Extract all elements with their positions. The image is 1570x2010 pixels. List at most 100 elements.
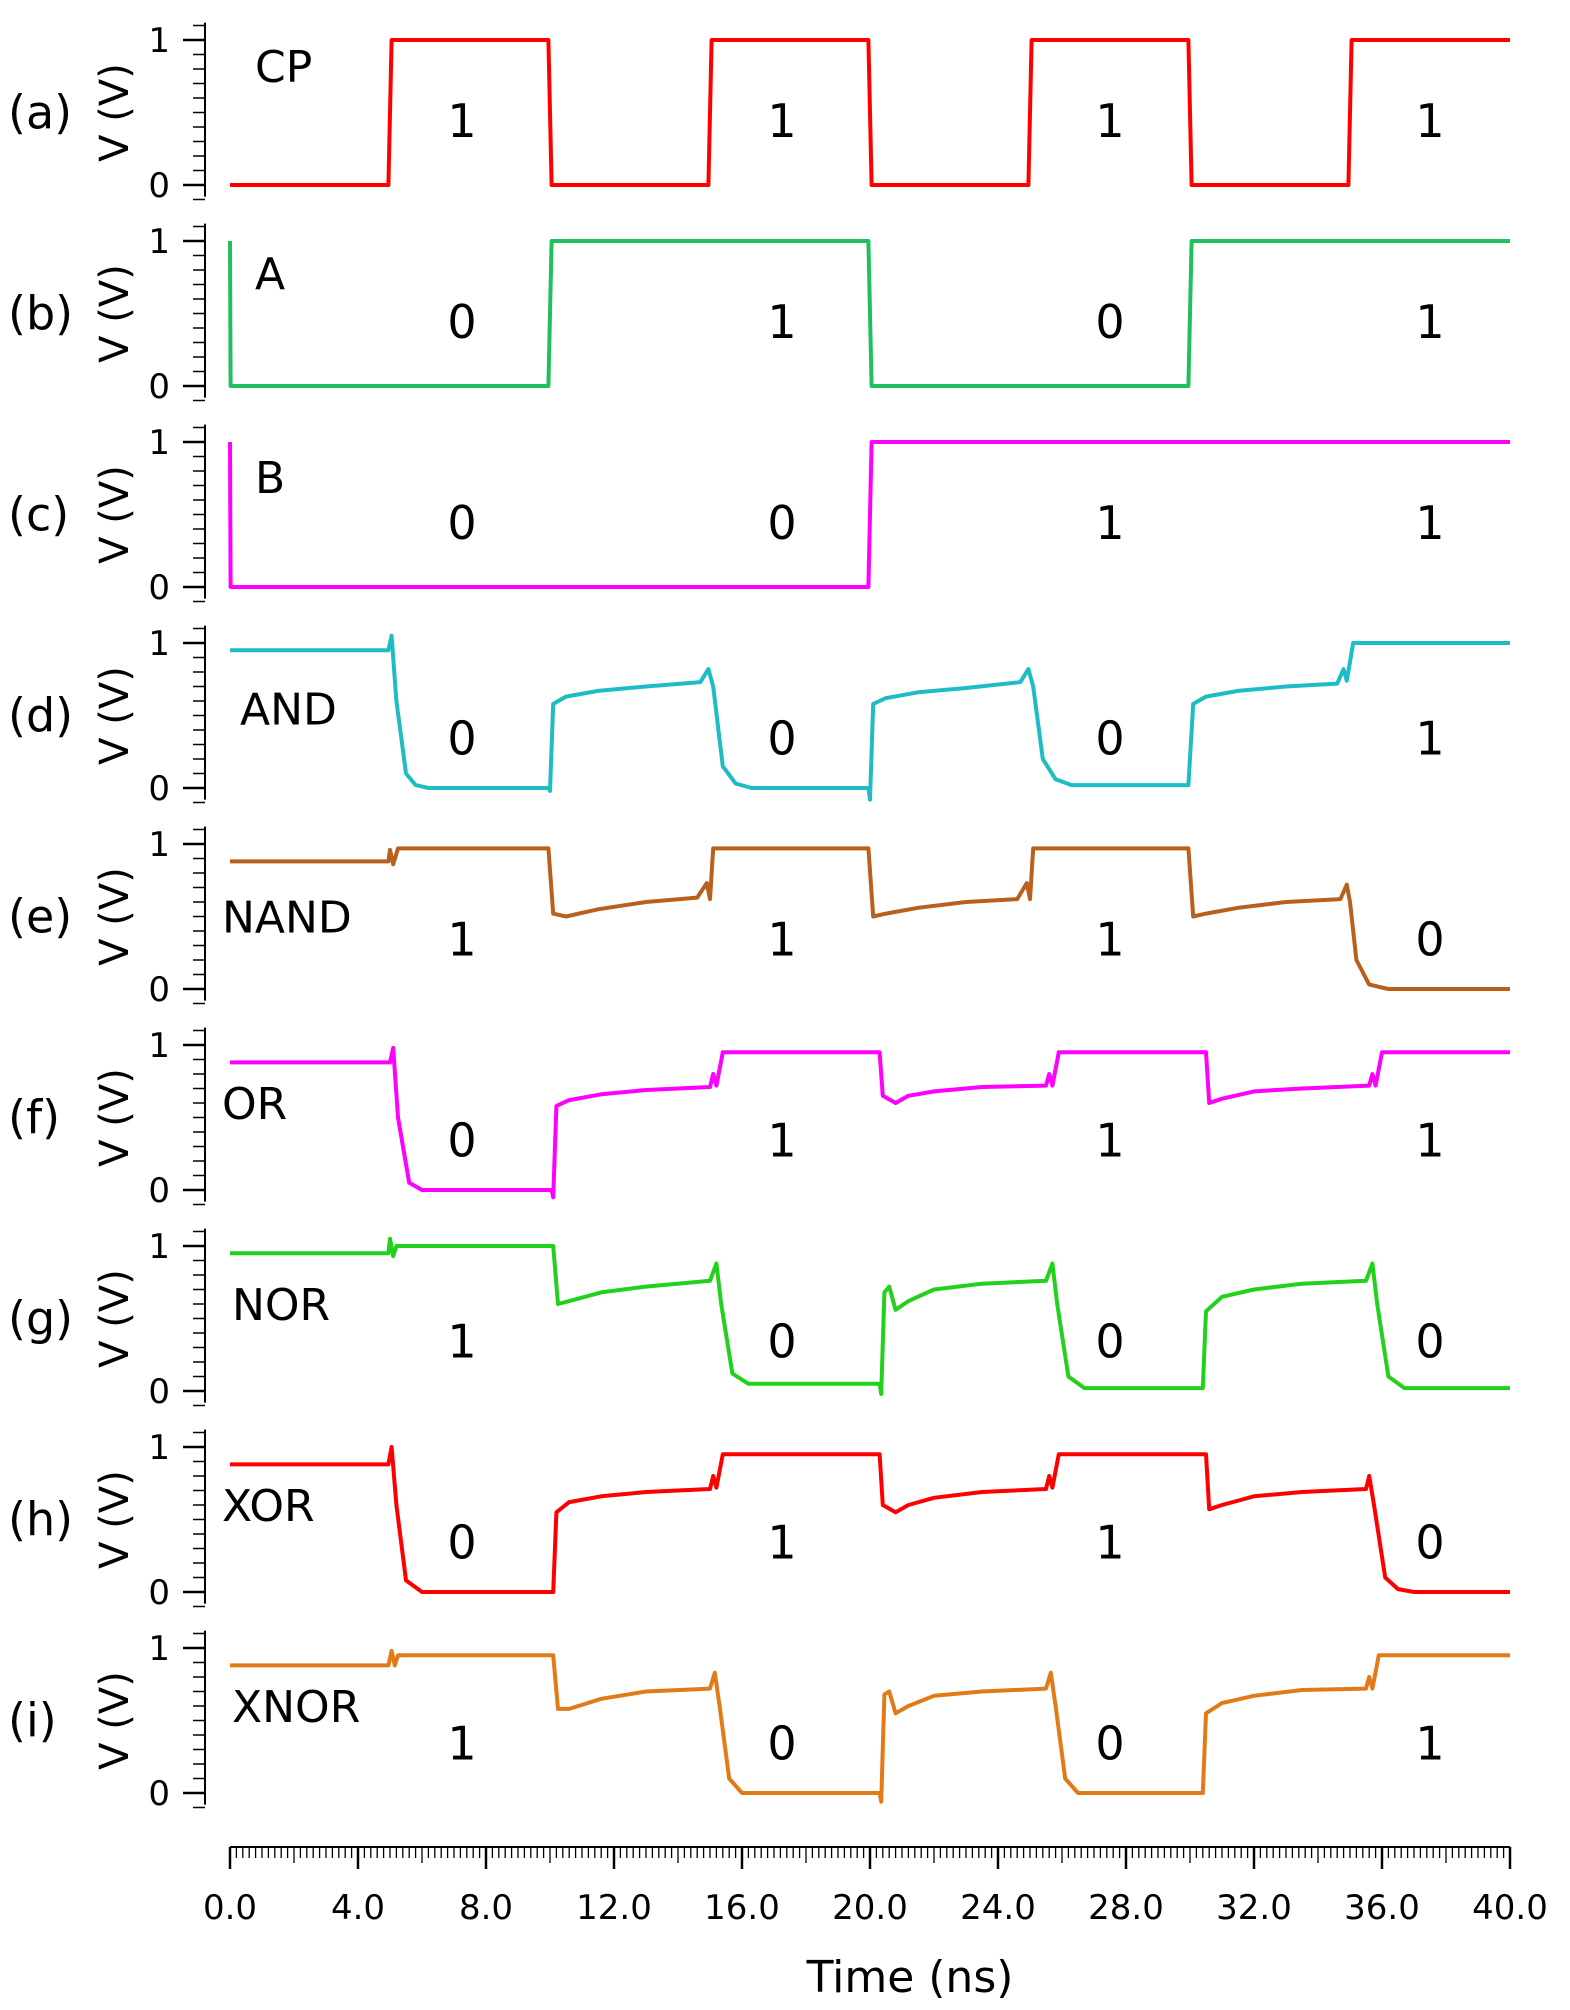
bit-label: 1 bbox=[447, 912, 476, 966]
bit-label: 0 bbox=[767, 1716, 796, 1770]
y-tick-label: 1 bbox=[148, 423, 170, 463]
x-tick-label: 8.0 bbox=[459, 1888, 513, 1928]
y-tick-label: 0 bbox=[148, 970, 170, 1010]
y-tick-label: 0 bbox=[148, 769, 170, 809]
bit-label: 1 bbox=[767, 1113, 796, 1167]
bit-label: 1 bbox=[1095, 496, 1124, 550]
y-tick-label: 1 bbox=[148, 825, 170, 865]
bit-label: 1 bbox=[447, 1716, 476, 1770]
y-tick-label: 0 bbox=[148, 1372, 170, 1412]
y-axis-label: V (V) bbox=[92, 867, 138, 966]
x-axis-label: Time (ns) bbox=[806, 1952, 1014, 2003]
y-tick-label: 0 bbox=[148, 568, 170, 608]
panel-letter: (h) bbox=[8, 1493, 73, 1547]
bit-label: 0 bbox=[447, 1113, 476, 1167]
signal-name: XOR bbox=[222, 1481, 315, 1532]
bit-label: 1 bbox=[767, 94, 796, 148]
bit-label: 1 bbox=[1095, 1113, 1124, 1167]
y-tick-label: 0 bbox=[148, 1774, 170, 1814]
bit-label: 1 bbox=[1415, 1716, 1444, 1770]
y-tick-label: 1 bbox=[148, 222, 170, 262]
x-tick-label: 32.0 bbox=[1216, 1888, 1292, 1928]
y-axis-label: V (V) bbox=[92, 1470, 138, 1569]
signal-name: OR bbox=[222, 1079, 287, 1130]
bit-label: 1 bbox=[1095, 94, 1124, 148]
x-tick-label: 4.0 bbox=[331, 1888, 385, 1928]
bit-label: 1 bbox=[447, 94, 476, 148]
bit-label: 1 bbox=[1095, 1515, 1124, 1569]
bit-label: 0 bbox=[767, 1314, 796, 1368]
y-axis-label: V (V) bbox=[92, 264, 138, 363]
y-tick-label: 0 bbox=[148, 1171, 170, 1211]
bit-label: 0 bbox=[767, 711, 796, 765]
panel-letter: (e) bbox=[8, 890, 72, 944]
signal-name: A bbox=[255, 249, 285, 300]
y-axis-label: V (V) bbox=[92, 1068, 138, 1167]
bit-label: 0 bbox=[447, 295, 476, 349]
signal-name: CP bbox=[255, 42, 312, 93]
bit-label: 1 bbox=[767, 295, 796, 349]
bit-label: 1 bbox=[767, 1515, 796, 1569]
panel-letter: (g) bbox=[8, 1292, 73, 1346]
bit-label: 0 bbox=[447, 1515, 476, 1569]
bit-label: 1 bbox=[1415, 1113, 1444, 1167]
panel-letter: (d) bbox=[8, 689, 73, 743]
x-tick-label: 24.0 bbox=[960, 1888, 1036, 1928]
bit-label: 1 bbox=[1095, 912, 1124, 966]
bit-label: 0 bbox=[447, 496, 476, 550]
x-tick-label: 0.0 bbox=[203, 1888, 257, 1928]
y-tick-label: 1 bbox=[148, 1026, 170, 1066]
series-line-a bbox=[228, 239, 1510, 388]
x-tick-label: 40.0 bbox=[1472, 1888, 1548, 1928]
panel-letter: (f) bbox=[8, 1091, 60, 1145]
panel-letter: (b) bbox=[8, 287, 73, 341]
bit-label: 0 bbox=[1095, 1716, 1124, 1770]
x-tick-label: 16.0 bbox=[704, 1888, 780, 1928]
bit-label: 0 bbox=[447, 711, 476, 765]
y-axis-label: V (V) bbox=[92, 465, 138, 564]
y-tick-label: 1 bbox=[148, 1428, 170, 1468]
bit-label: 1 bbox=[1415, 711, 1444, 765]
series-line-b bbox=[228, 440, 1510, 589]
time-axis: 0.0 4.0 8.0 12.0 16.0 20.0 24.0 28.0 32.0 36.0 40.… bbox=[203, 1846, 1548, 2003]
bit-label: 0 bbox=[767, 496, 796, 550]
y-tick-label: 1 bbox=[148, 1629, 170, 1669]
signal-name: NAND bbox=[222, 893, 352, 944]
x-tick-label: 12.0 bbox=[576, 1888, 652, 1928]
panel-letter: (a) bbox=[8, 86, 72, 140]
x-tick-label: 36.0 bbox=[1344, 1888, 1420, 1928]
y-tick-label: 1 bbox=[148, 1227, 170, 1267]
bit-label: 1 bbox=[1415, 295, 1444, 349]
y-axis-label: V (V) bbox=[92, 666, 138, 765]
x-tick-label: 28.0 bbox=[1088, 1888, 1164, 1928]
bit-label: 0 bbox=[1415, 1515, 1444, 1569]
series-line-xor bbox=[230, 1445, 1510, 1594]
bit-label: 0 bbox=[1095, 295, 1124, 349]
series-line-xnor bbox=[230, 1648, 1510, 1804]
signal-name: NOR bbox=[232, 1280, 330, 1331]
signal-name: XNOR bbox=[232, 1682, 360, 1733]
bit-label: 1 bbox=[1415, 94, 1444, 148]
y-axis-label: V (V) bbox=[92, 1269, 138, 1368]
series-line-nor bbox=[230, 1236, 1510, 1396]
signal-name: AND bbox=[240, 684, 337, 735]
bit-label: 0 bbox=[1095, 711, 1124, 765]
bit-label: 0 bbox=[1415, 1314, 1444, 1368]
bit-label: 0 bbox=[1415, 912, 1444, 966]
panel-letter: (i) bbox=[8, 1694, 57, 1748]
panel-letter: (c) bbox=[8, 488, 69, 542]
bit-label: 0 bbox=[1095, 1314, 1124, 1368]
series-line-or bbox=[230, 1045, 1510, 1200]
series-line-cp bbox=[230, 38, 1510, 187]
x-tick-label: 20.0 bbox=[832, 1888, 908, 1928]
y-tick-label: 1 bbox=[148, 21, 170, 61]
